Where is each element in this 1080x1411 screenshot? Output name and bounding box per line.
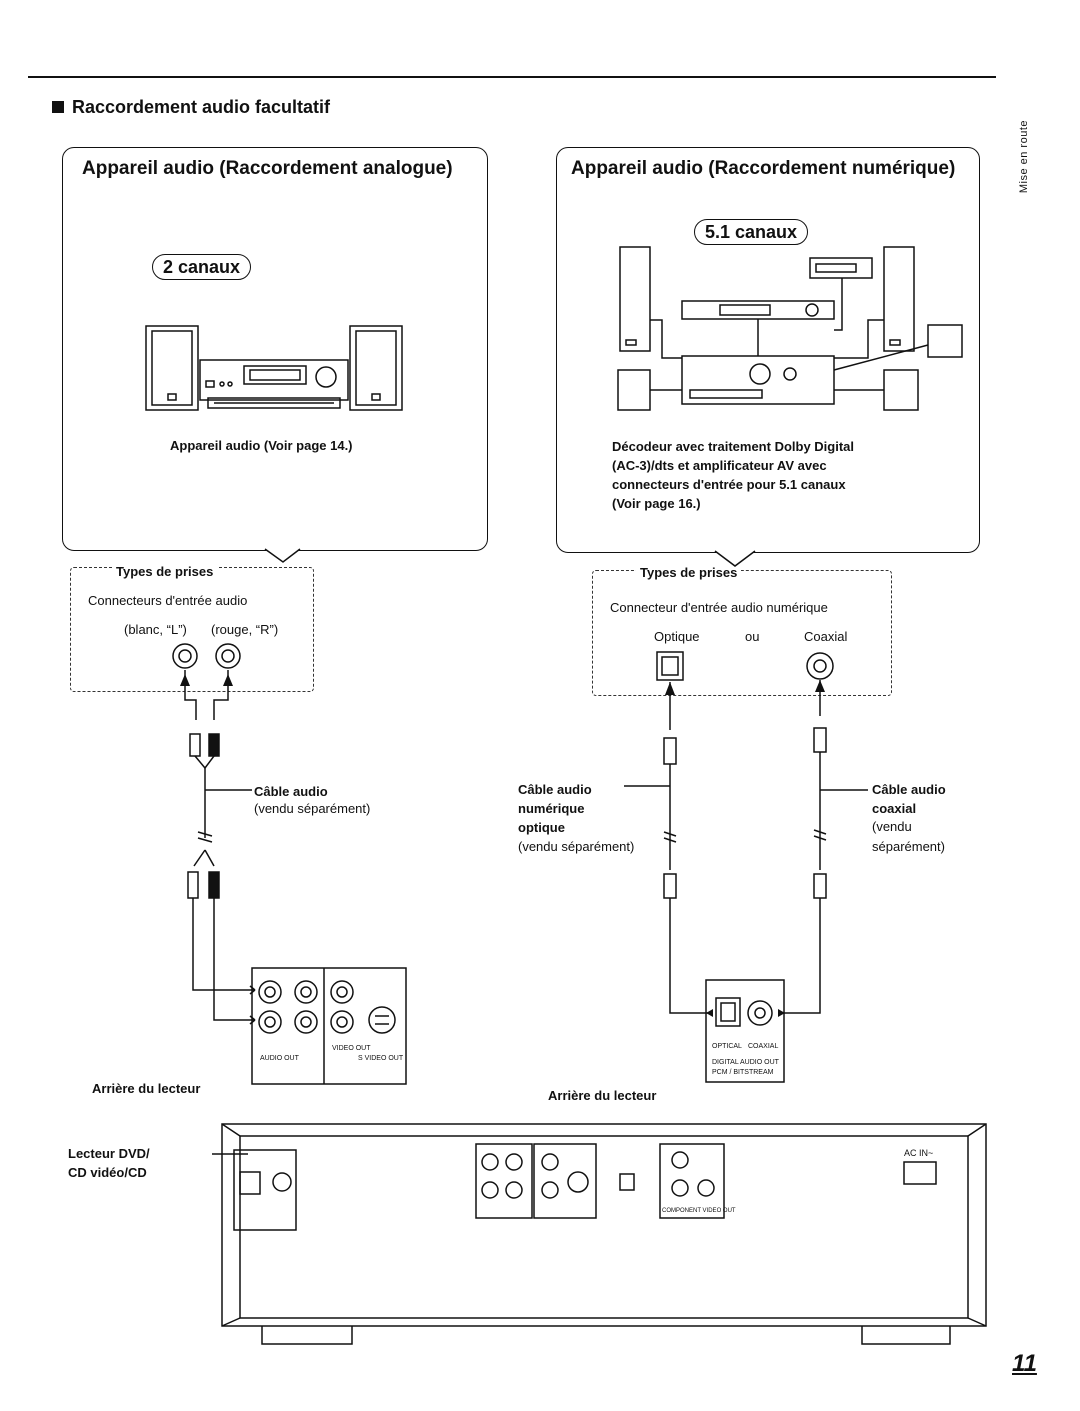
digital-panel [556,147,980,553]
digital-caption-3: connecteurs d'entrée pour 5.1 canaux [612,477,846,492]
optical-jack-label: OPTICAL [712,1043,742,1050]
white-l-label: (blanc, “L”) [124,622,187,637]
stereo-system-illustration [145,325,403,411]
coax-cable-label-1: Câble audio [872,782,946,797]
digital-caption-2: (AC-3)/dts et amplificateur AV avec [612,458,827,473]
analog-caption: Appareil audio (Voir page 14.) [170,438,353,453]
component-video-out-label: COMPONENT VIDEO OUT [662,1208,736,1214]
digital-caption-4: (Voir page 16.) [612,496,701,511]
coax-cable-label-2: coaxial [872,801,917,816]
digital-plug-types-label: Types de prises [636,563,742,582]
audio-cable-label: Câble audio [254,784,328,799]
optical-cable-label-2: numérique [518,801,585,816]
red-r-label: (rouge, “R”) [211,622,279,637]
optical-cable-label-1: Câble audio [518,782,592,797]
digital-panel-title: Appareil audio (Raccordement numérique) [571,158,956,179]
coaxial-jack-label: COAXIAL [748,1043,778,1050]
analog-connector-label: Connecteurs d'entrée audio [88,593,248,608]
optical-cable-label-3: optique [518,820,565,835]
s-video-out-jack-label: S VIDEO OUT [358,1055,404,1062]
optical-label: Optique [654,629,700,644]
video-out-jack-label: VIDEO OUT [332,1045,371,1052]
audio-out-jack-label: AUDIO OUT [260,1055,300,1062]
optical-cable-note: (vendu séparément) [518,839,635,854]
digital-caption-1: Décodeur avec traitement Dolby Digital [612,439,855,454]
top-rule [28,76,996,78]
ac-in-label: AC IN~ [904,1148,933,1158]
section-title: Raccordement audio facultatif [52,97,330,118]
page-number: 11 [1012,1350,1037,1377]
pcm-bitstream-label: PCM / BITSTREAM [712,1069,774,1076]
coaxial-label: Coaxial [804,629,848,644]
analog-plug-types-label: Types de prises [112,562,218,581]
five-one-system-illustration [617,246,963,411]
five-one-channel-badge: 5.1 canaux [694,219,809,245]
two-channel-badge: 2 canaux [152,254,252,280]
digital-plug-types-box [592,570,892,696]
digital-connector-label: Connecteur d'entrée audio numérique [610,600,828,615]
coax-cable-note-2: séparément) [872,839,945,854]
digital-rear-label: Arrière du lecteur [548,1088,657,1103]
player-label-1: Lecteur DVD/ [68,1146,150,1161]
or-label: ou [745,629,760,644]
digital-audio-out-label: DIGITAL AUDIO OUT [712,1059,780,1066]
analog-panel-title: Appareil audio (Raccordement analogue) [82,158,453,179]
analog-rear-label: Arrière du lecteur [92,1081,201,1096]
coax-cable-note-1: (vendu [872,819,912,834]
audio-cable-note: (vendu séparément) [254,801,371,816]
player-label-2: CD vidéo/CD [68,1165,147,1180]
